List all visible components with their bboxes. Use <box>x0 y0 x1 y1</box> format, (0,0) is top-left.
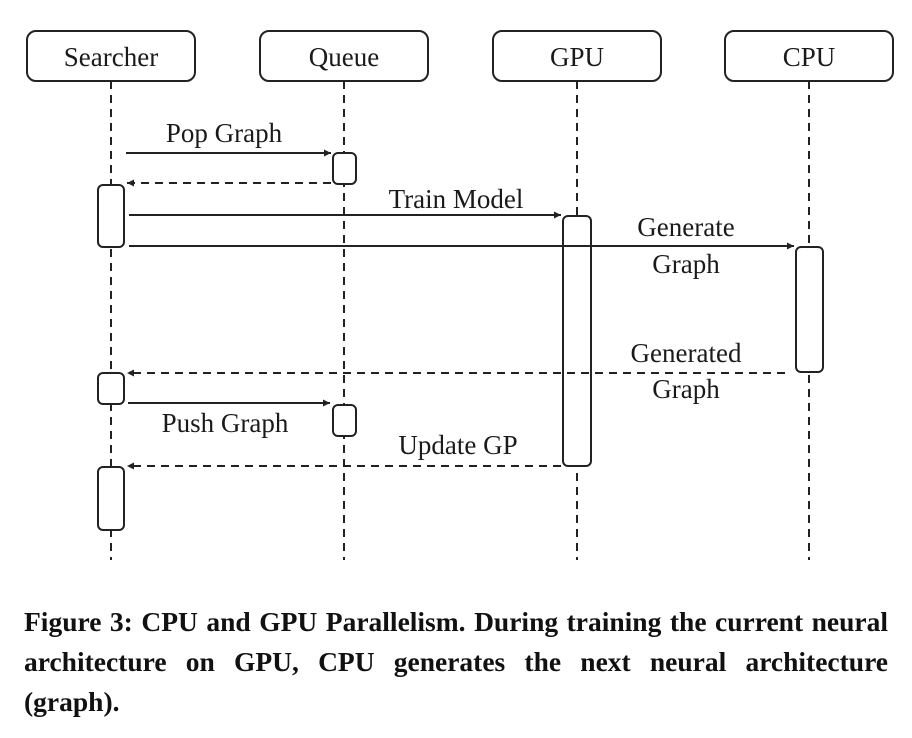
participant-gpu: GPU <box>492 30 662 82</box>
message-pop-graph: Pop Graph <box>126 118 331 157</box>
participant-searcher: Searcher <box>26 30 196 82</box>
activation-searcher-2 <box>97 372 125 405</box>
caption-figure-label: Figure 3: <box>24 606 133 637</box>
activation-searcher-1 <box>97 184 125 248</box>
message-label: Update GP <box>398 430 517 460</box>
participant-box <box>492 30 662 82</box>
sequence-diagram: Searcher Queue GPU CPU Pop Graph Train M… <box>26 30 894 560</box>
message-label-line-2: Graph <box>652 374 720 404</box>
caption-text: During training the current neural archi… <box>24 606 889 717</box>
participant-box <box>724 30 894 82</box>
message-push-graph: Push Graph <box>128 399 330 438</box>
participant-box <box>259 30 429 82</box>
activation-cpu <box>795 246 824 373</box>
participant-label: CPU <box>783 42 836 72</box>
message-label: Train Model <box>389 184 524 214</box>
activation-bars <box>97 152 824 531</box>
message-label: Push Graph <box>162 408 289 438</box>
caption-title: CPU and GPU Parallelism. <box>141 606 466 637</box>
message-generate-graph: Generate Graph <box>129 212 794 279</box>
message-label-line-1: Generate <box>637 212 734 242</box>
participant-label: GPU <box>550 42 604 72</box>
activation-gpu <box>562 215 592 467</box>
activation-queue-push <box>332 404 357 437</box>
participant-cpu: CPU <box>724 30 894 82</box>
message-label: Pop Graph <box>166 118 283 148</box>
message-label-line-2: Graph <box>652 249 720 279</box>
participant-queue: Queue <box>259 30 429 82</box>
message-label-line-1: Generated <box>631 338 742 368</box>
figure-caption: Figure 3: CPU and GPU Parallelism. Durin… <box>24 602 888 722</box>
participant-box <box>26 30 196 82</box>
message-update-gp: Update GP <box>127 430 561 470</box>
activation-queue-pop <box>332 152 357 185</box>
participant-label: Queue <box>309 42 379 72</box>
message-generated-graph: Generated Graph <box>127 338 785 404</box>
message-train-model: Train Model <box>129 184 561 219</box>
participant-label: Searcher <box>64 42 158 72</box>
activation-searcher-3 <box>97 466 125 531</box>
